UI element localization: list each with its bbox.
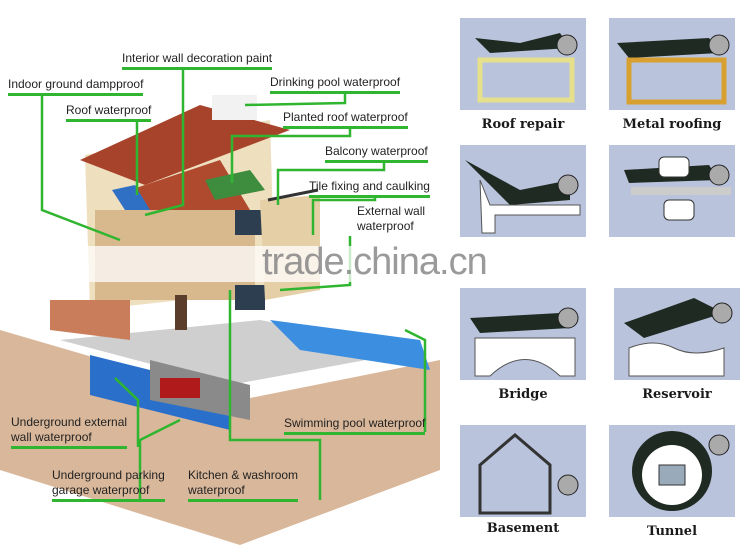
car <box>160 378 200 398</box>
tile-deck <box>460 145 586 237</box>
label-line: wall waterproof <box>11 430 92 444</box>
label-tile-fixing: Tile fixing and caulking <box>309 179 430 198</box>
swimming-pool <box>270 320 430 370</box>
label-line: waterproof <box>357 219 414 233</box>
label-indoor-ground: Indoor ground dampproof <box>8 77 144 96</box>
leader-lines <box>40 67 427 500</box>
label-planted-roof: Planted roof waterproof <box>283 110 408 129</box>
planted-roof <box>205 170 265 200</box>
label-line: Underground parking <box>52 468 165 482</box>
tile-roof-repair <box>460 18 586 110</box>
main-roof <box>80 105 290 185</box>
label-balcony: Balcony waterproof <box>325 144 428 163</box>
label-roof: Roof waterproof <box>66 103 152 122</box>
water-tank <box>212 95 257 120</box>
caption-metal-roofing: Metal roofing <box>622 117 722 132</box>
tile-bridge <box>460 288 586 380</box>
tile-basement <box>460 425 586 517</box>
tile-tunnel <box>609 425 735 517</box>
caption-bridge: Bridge <box>498 387 548 402</box>
caption-basement: Basement <box>486 521 560 536</box>
caption-reservoir: Reservoir <box>642 387 712 402</box>
label-line: External wall <box>357 204 426 218</box>
label-line: waterproof <box>188 483 245 497</box>
watermark: trade.china.cn <box>262 241 488 283</box>
label-line: Kitchen & washroom <box>188 468 299 482</box>
watermark-band <box>0 246 750 282</box>
label-line: garage waterproof <box>52 483 150 497</box>
label-line: Underground external <box>11 415 128 429</box>
caption-tunnel: Tunnel <box>646 524 698 539</box>
tile-metal-roofing <box>609 18 735 110</box>
label-drinking-pool: Drinking pool waterproof <box>270 75 401 94</box>
caption-roof-repair: Roof repair <box>481 117 565 132</box>
label-interior-wall: Interior wall decoration paint <box>122 51 273 70</box>
label-swimming-pool: Swimming pool waterproof <box>284 416 426 435</box>
tile-parking-deck <box>609 145 735 237</box>
tile-reservoir <box>614 288 740 380</box>
